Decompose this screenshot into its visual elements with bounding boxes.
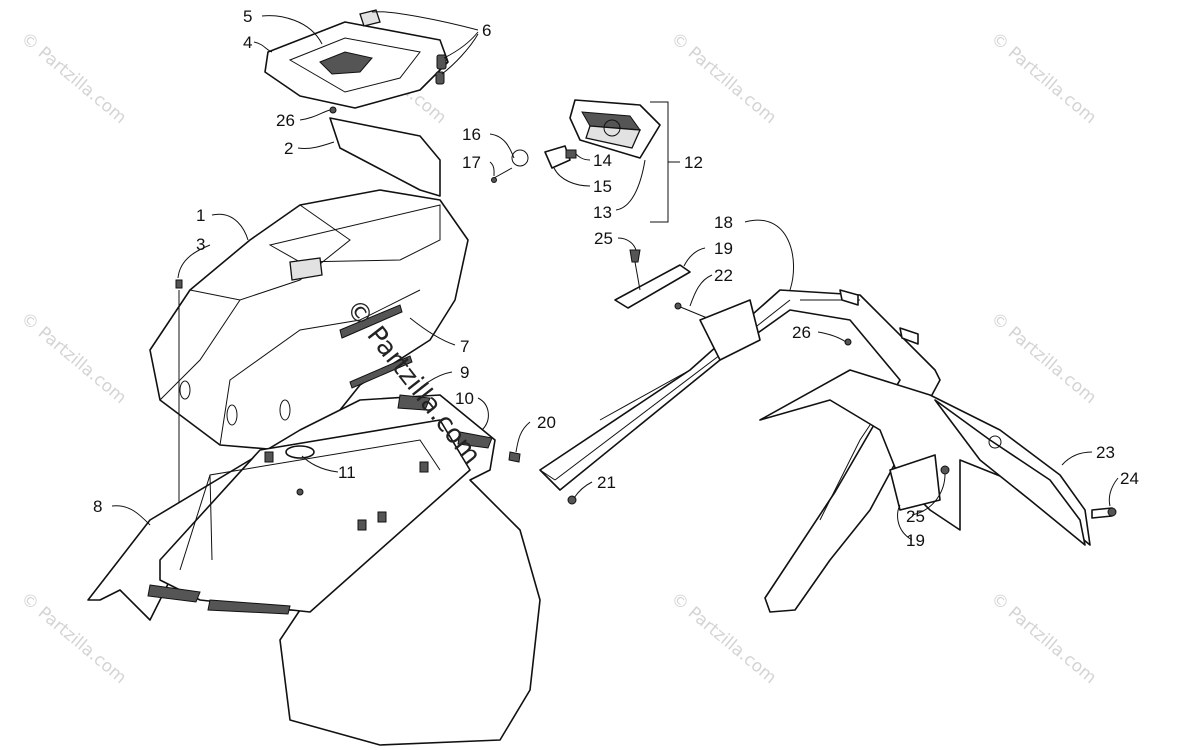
small-hardware	[508, 451, 1117, 519]
callout-19: 19	[906, 531, 925, 550]
callout-20: 20	[537, 413, 556, 432]
callout-13: 13	[593, 203, 612, 222]
callout-labels: 5 4 6 26 2 1 3 7 9 10 11 8 16 17 14 15 1…	[93, 7, 1139, 550]
callout-22: 22	[714, 266, 733, 285]
watermark: © Partzilla.com	[987, 589, 1100, 689]
leader-lines	[111, 11, 1119, 541]
callout-26: 26	[792, 323, 811, 342]
watermark: © Partzilla.com	[17, 309, 130, 409]
storage-shell-part	[149, 189, 469, 451]
callout-25: 25	[594, 229, 613, 248]
bracket-19-part	[614, 249, 713, 321]
callout-5: 5	[243, 7, 252, 26]
rear-fender-part	[87, 394, 541, 746]
callout-12: 12	[684, 153, 703, 172]
callout-4: 4	[243, 33, 252, 52]
taillight-part	[491, 99, 661, 183]
liner-part	[329, 106, 441, 197]
callout-1: 1	[196, 206, 205, 225]
watermark: © Partzilla.com	[17, 589, 130, 689]
callout-23: 23	[1096, 443, 1115, 462]
rear-rack-part	[539, 289, 941, 613]
callout-9: 9	[460, 363, 469, 382]
callout-10: 10	[455, 389, 474, 408]
callout-8: 8	[93, 497, 102, 516]
callout-26: 26	[276, 111, 295, 130]
callout-19: 19	[714, 239, 733, 258]
watermark: © Partzilla.com	[987, 29, 1100, 129]
callout-17: 17	[462, 153, 481, 172]
callout-14: 14	[593, 151, 612, 170]
callout-16: 16	[462, 125, 481, 144]
watermark: © Partzilla.com	[667, 589, 780, 689]
watermark: © Partzilla.com	[987, 309, 1100, 409]
callout-25: 25	[906, 507, 925, 526]
callout-21: 21	[597, 473, 616, 492]
callout-24: 24	[1120, 469, 1139, 488]
callout-2: 2	[284, 139, 293, 158]
callout-15: 15	[593, 177, 612, 196]
callout-18: 18	[714, 213, 733, 232]
callout-6: 6	[482, 21, 491, 40]
mud-flap-part	[759, 369, 1091, 546]
callout-7: 7	[460, 337, 469, 356]
watermark: © Partzilla.com	[667, 29, 780, 129]
lid-part	[264, 9, 449, 109]
watermark: © Partzilla.com	[17, 29, 130, 129]
callout-11: 11	[338, 463, 356, 482]
callout-3: 3	[196, 235, 205, 254]
